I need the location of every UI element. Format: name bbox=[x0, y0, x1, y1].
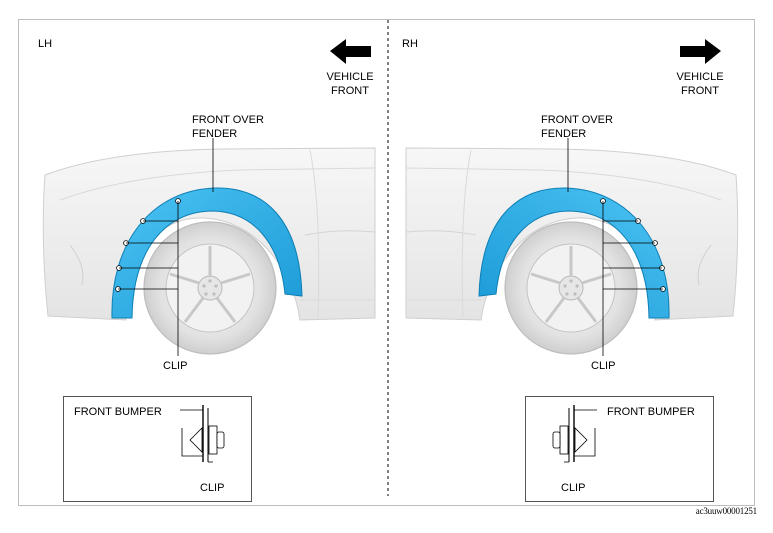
lh-clip-detail-inset bbox=[63, 396, 252, 502]
rh-side-label: RH bbox=[402, 38, 418, 50]
figure-code: ac3uuw00001251 bbox=[695, 506, 757, 516]
rh-clip-label: CLIP bbox=[591, 360, 616, 372]
lh-vehicle-front-arrow-icon bbox=[330, 39, 371, 64]
lh-clip-detail-drawing bbox=[179, 404, 225, 463]
rh-car-illustration bbox=[404, 136, 740, 358]
lh-car-illustration bbox=[41, 136, 377, 358]
rh-inset-front-bumper-label: FRONT BUMPER bbox=[607, 406, 695, 418]
lh-vehicle-front-label: VEHICLE FRONT bbox=[326, 71, 374, 97]
lh-inset-clip-label: CLIP bbox=[200, 482, 225, 494]
rh-front-over-fender-label: FRONT OVER FENDER bbox=[541, 114, 613, 140]
rh-clip-detail-drawing bbox=[552, 404, 598, 463]
lh-front-over-fender-label: FRONT OVER FENDER bbox=[192, 114, 264, 140]
rh-vehicle-front-arrow-icon bbox=[680, 39, 721, 64]
rh-clip-detail-inset bbox=[525, 396, 714, 502]
lh-side-label: LH bbox=[38, 38, 53, 50]
rh-vehicle-front-label: VEHICLE FRONT bbox=[676, 71, 724, 97]
rh-inset-clip-label: CLIP bbox=[561, 482, 586, 494]
figure-frame bbox=[18, 19, 755, 506]
lh-clip-label: CLIP bbox=[163, 360, 188, 372]
lh-inset-front-bumper-label: FRONT BUMPER bbox=[74, 406, 162, 418]
